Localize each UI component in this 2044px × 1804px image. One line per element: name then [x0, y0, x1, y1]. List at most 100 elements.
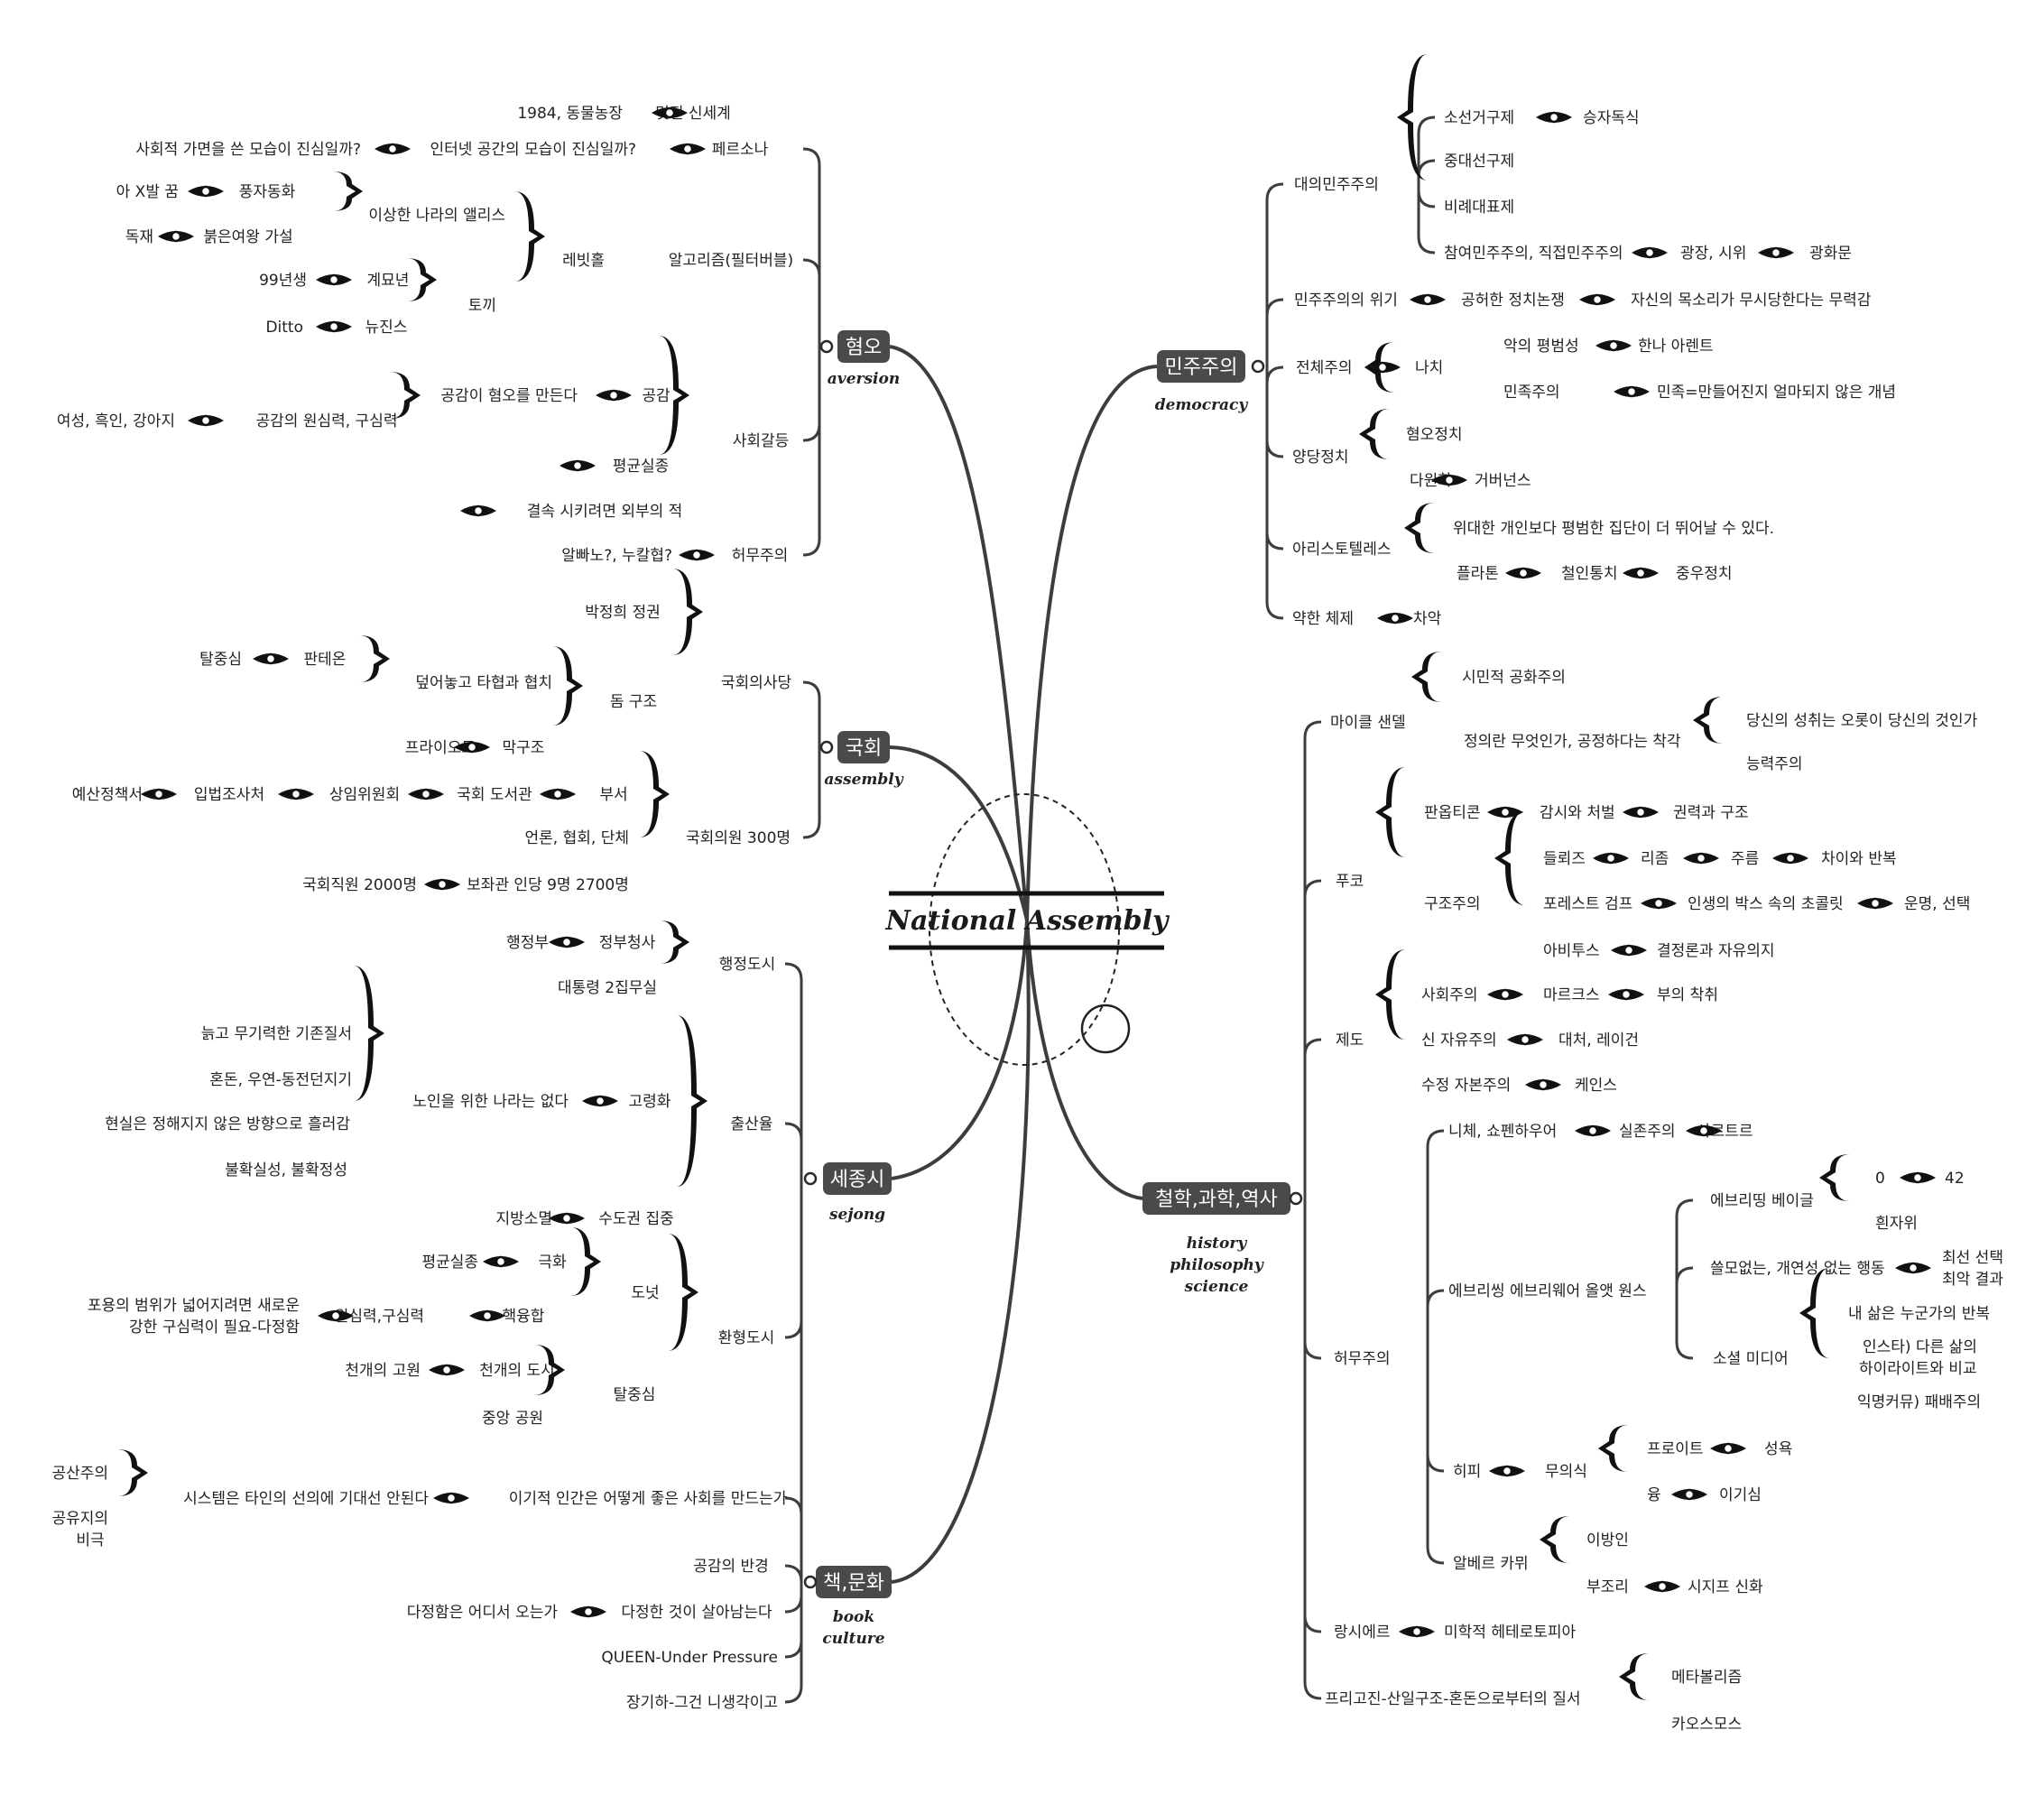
node-label[interactable]: 에브리씽 에브리웨어 올앳 원스 — [1448, 1282, 1647, 1300]
main-topic-aversion[interactable]: 혐오 aversion — [828, 330, 900, 388]
node-label[interactable]: QUEEN-Under Pressure — [601, 1649, 778, 1667]
node-label[interactable]: 민주주의의 위기 — [1294, 291, 1398, 310]
node-label[interactable]: 이방인 — [1586, 1531, 1629, 1550]
node-label[interactable]: 판테온 — [304, 651, 347, 669]
node-label[interactable]: 사회갈등 — [733, 432, 790, 450]
node-label[interactable]: 여성, 흑인, 강아지 — [57, 412, 175, 430]
main-topic-sejong[interactable]: 세종시 sejong — [823, 1162, 892, 1224]
node-label[interactable]: 들뢰즈 — [1543, 850, 1586, 868]
node-label[interactable]: 국회 도서관 — [457, 786, 532, 804]
node-label[interactable]: 아리스토텔레스 — [1292, 541, 1391, 559]
node-label[interactable]: 공감의 반경 — [693, 1558, 769, 1576]
node-label[interactable]: 토끼 — [468, 297, 496, 315]
node-label[interactable]: 행정도시 — [719, 956, 776, 974]
node-label[interactable]: 최선 선택 — [1942, 1249, 2003, 1267]
node-label[interactable]: 대통령 2집무실 — [558, 979, 657, 997]
node-label[interactable]: 99년생 — [259, 272, 307, 290]
node-label[interactable]: 돔 구조 — [610, 693, 657, 711]
node-label[interactable]: 공감이 혐오를 만든다 — [440, 387, 578, 405]
node-label[interactable]: 부조리 — [1586, 1578, 1629, 1596]
node-label[interactable]: 고령화 — [629, 1093, 671, 1111]
node-label[interactable]: 제도 — [1336, 1032, 1364, 1050]
node-label[interactable]: 레빗홀 — [562, 252, 605, 270]
node-label[interactable]: 이기적 인간은 어떻게 좋은 사회를 만드는가 — [509, 1490, 788, 1508]
main-topic-democracy[interactable]: 민주주의 democracy — [1155, 350, 1249, 414]
node-label[interactable]: 현실은 정해지지 않은 방향으로 흘러감 — [105, 1115, 350, 1133]
node-label[interactable]: 정의란 무엇인가, 공정하다는 착각 — [1464, 733, 1681, 751]
node-label[interactable]: 결속 시키려면 외부의 적 — [527, 503, 683, 521]
node-label[interactable]: 플라톤 — [1457, 565, 1499, 583]
node-label[interactable]: 거버넌스 — [1475, 472, 1531, 490]
node-label[interactable]: 프라이오토 — [405, 739, 476, 757]
node-label[interactable]: 42 — [1945, 1170, 1965, 1188]
node-label[interactable]: 운명, 선택 — [1904, 895, 1970, 913]
node-label[interactable]: 국회의원 300명 — [686, 829, 791, 847]
node-label[interactable]: 참여민주주의, 직접민주주의 — [1444, 245, 1623, 263]
node-label[interactable]: 중대선구제 — [1444, 153, 1514, 171]
node-label[interactable]: 감시와 처벌 — [1540, 804, 1615, 822]
node-label[interactable]: 붉은여왕 가설 — [203, 228, 292, 246]
node-label[interactable]: 비례대표제 — [1444, 199, 1514, 217]
node-label[interactable]: 이기심 — [1719, 1486, 1762, 1504]
node-label[interactable]: 철인통치 — [1561, 565, 1618, 583]
node-label[interactable]: 불확실성, 불확정성 — [225, 1161, 347, 1180]
node-label[interactable]: 탈중심 — [614, 1386, 656, 1404]
node-label[interactable]: 익명커뮤) 패배주의 — [1857, 1393, 1981, 1411]
node-label[interactable]: 시지프 신화 — [1688, 1578, 1763, 1596]
node-label[interactable]: 케인스 — [1575, 1077, 1617, 1095]
node-label[interactable]: 중우정치 — [1676, 565, 1733, 583]
node-label[interactable]: 사회적 가면을 쓴 모습이 진심일까? — [135, 141, 361, 159]
node-label[interactable]: 혐오정치 — [1406, 426, 1463, 444]
node-label[interactable]: 마이클 샌델 — [1330, 714, 1406, 732]
node-label[interactable]: 인터넷 공간의 모습이 진심일까? — [430, 141, 636, 159]
node-label[interactable]: 풍자동화 — [239, 183, 296, 201]
node-label[interactable]: 융 — [1647, 1486, 1661, 1504]
node-label[interactable]: 중앙 공원 — [482, 1410, 543, 1428]
node-label[interactable]: 천개의 고원 — [345, 1362, 421, 1380]
node-label[interactable]: 국회직원 2000명 — [302, 876, 417, 894]
node-label[interactable]: 장기하-그건 니생각이고 — [626, 1694, 778, 1712]
main-topic-philosophy[interactable]: 철학,과학,역사 history philosophy science — [1142, 1182, 1290, 1296]
node-label[interactable]: 구조주의 — [1424, 895, 1481, 913]
node-label[interactable]: 시스템은 타인의 선의에 기대선 안된다 — [183, 1490, 429, 1508]
node-label[interactable]: 내 삶은 누군가의 반복 — [1848, 1305, 1990, 1323]
node-label[interactable]: 실존주의 — [1619, 1123, 1676, 1141]
node-label[interactable]: 뉴진스 — [365, 319, 408, 337]
node-label[interactable]: 푸코 — [1336, 873, 1364, 891]
node-label[interactable]: 공유지의 — [51, 1510, 108, 1528]
node-label[interactable]: 이상한 나라의 앨리스 — [368, 207, 505, 225]
node-label[interactable]: 미학적 헤테로토피아 — [1444, 1624, 1577, 1642]
node-label[interactable]: 판옵티콘 — [1424, 804, 1481, 822]
node-label[interactable]: 페르소나 — [712, 141, 769, 159]
node-label[interactable]: 신 자유주의 — [1421, 1032, 1497, 1050]
node-label[interactable]: 흰자위 — [1875, 1215, 1918, 1233]
node-label[interactable]: 사회주의 — [1421, 986, 1478, 1004]
node-label[interactable]: 탈중심 — [199, 651, 242, 669]
node-label[interactable]: 전체주의 — [1296, 359, 1353, 377]
node-label[interactable]: 대의민주주의 — [1294, 176, 1379, 194]
node-label[interactable]: 알고리즘(필터버블) — [669, 252, 793, 270]
node-label[interactable]: 보좌관 인당 9명 2700명 — [467, 876, 629, 894]
node-label[interactable]: 허무주의 — [1334, 1350, 1391, 1368]
node-label[interactable]: 지방소멸 — [495, 1210, 552, 1228]
node-label[interactable]: 아비투스 — [1543, 942, 1600, 960]
node-label[interactable]: 니체, 쇼펜하우어 — [1448, 1123, 1557, 1141]
node-label[interactable]: 자신의 목소리가 무시당한다는 무력감 — [1631, 291, 1872, 310]
node-label[interactable]: 프로이트 — [1647, 1440, 1704, 1458]
node-label[interactable]: 성욕 — [1764, 1440, 1792, 1458]
node-label[interactable]: 출산율 — [731, 1115, 773, 1133]
node-label[interactable]: 예산정책서 — [72, 786, 143, 804]
node-label[interactable]: 포레스트 검프 — [1543, 895, 1632, 913]
node-label[interactable]: 위대한 개인보다 평범한 집단이 더 뛰어날 수 있다. — [1453, 520, 1774, 538]
node-label[interactable]: 막구조 — [503, 739, 545, 757]
node-label[interactable]: 마르크스 — [1543, 986, 1600, 1004]
node-label[interactable]: 덮어놓고 타협과 협치 — [415, 674, 552, 692]
main-topic-book[interactable]: 책,문화 book culture — [816, 1566, 892, 1648]
node-label[interactable]: 혼돈, 우연-동전던지기 — [209, 1071, 352, 1089]
node-label[interactable]: 원심력,구심력 — [335, 1308, 424, 1326]
node-label[interactable]: 0 — [1875, 1170, 1885, 1188]
node-label[interactable]: 박정희 정권 — [585, 604, 661, 622]
node-label[interactable]: 포용의 범위가 넓어지려면 새로운 — [88, 1297, 300, 1315]
node-label[interactable]: 노인을 위한 나라는 없다 — [412, 1093, 569, 1111]
node-label[interactable]: 독재 — [125, 228, 153, 246]
